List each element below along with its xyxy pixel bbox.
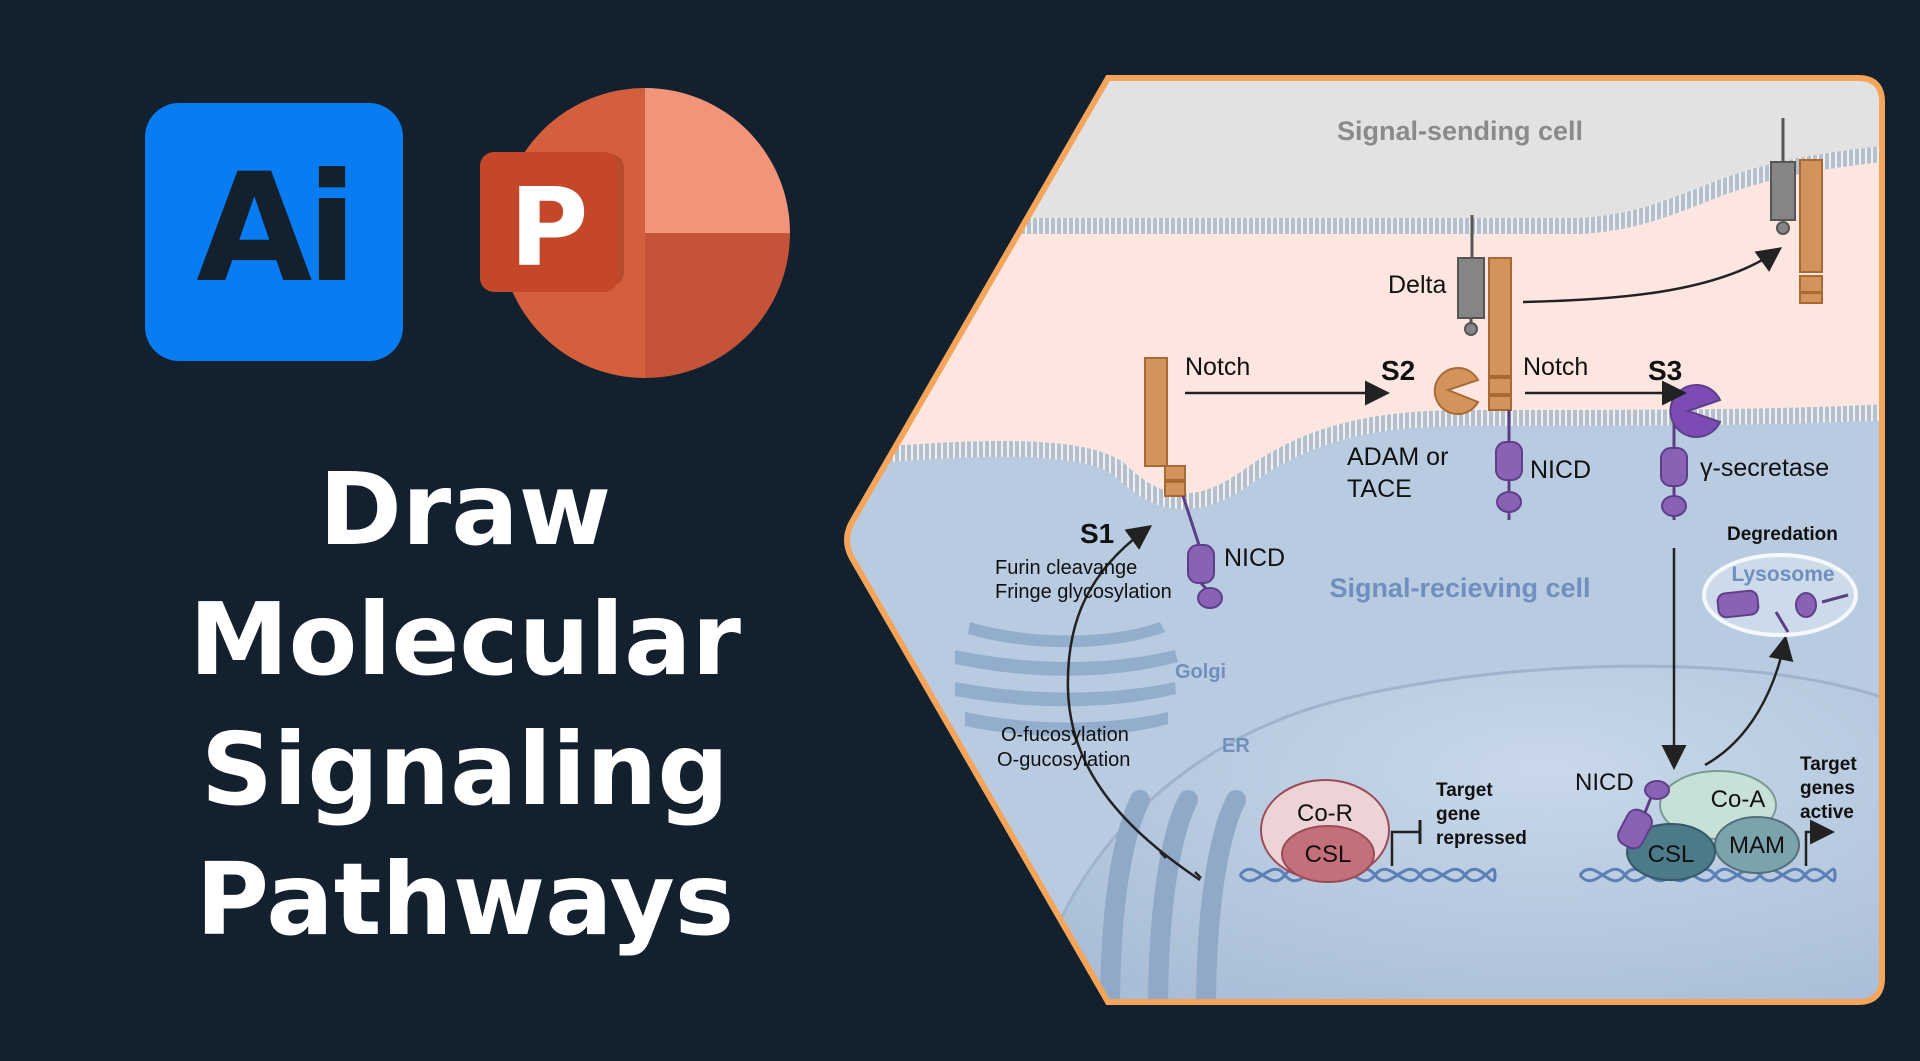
- er-membranes: [1100, 790, 1246, 1002]
- illustrator-logo-text: Ai: [196, 142, 357, 316]
- csl-left-label: CSL: [1305, 841, 1352, 868]
- s1-label: S1: [1080, 518, 1114, 549]
- degradation-arrow: [1704, 635, 1794, 767]
- diagram-frame: [844, 75, 1885, 1005]
- csl-right-label: CSL: [1648, 841, 1695, 868]
- powerpoint-logo-text: P: [509, 166, 588, 291]
- powerpoint-icon: P: [480, 88, 790, 378]
- receiving-cell-label: Signal-recieving cell: [1329, 573, 1590, 603]
- s3-label: S3: [1648, 355, 1682, 386]
- adam-label-1: ADAM or: [1347, 443, 1448, 471]
- signal-sending-cell: [847, 78, 1882, 228]
- degradation-label: Degredation: [1727, 524, 1838, 545]
- headline-line-2: Molecular: [189, 581, 741, 698]
- notch-receptor-center: [1488, 257, 1512, 411]
- ogluco-label: O-gucosylation: [997, 749, 1130, 771]
- nicd-label-left: NICD: [1224, 544, 1285, 572]
- activation-symbol: [1804, 819, 1835, 866]
- notch-label-right: Notch: [1523, 353, 1588, 381]
- coa-label: Co-A: [1711, 786, 1766, 813]
- sending-cell-label: Signal-sending cell: [1337, 116, 1583, 146]
- lysosome: [1702, 553, 1858, 637]
- nicd-left-domain: [1187, 544, 1215, 584]
- furin-label: Furin cleavange: [995, 557, 1137, 579]
- nicd-middle: [1495, 410, 1523, 520]
- repressed-label-2: gene: [1436, 804, 1480, 825]
- cor-label: Co-R: [1297, 800, 1353, 827]
- gamma-secretase-label: γ-secretase: [1700, 454, 1829, 482]
- activator-complex: [1617, 770, 1800, 881]
- repressed-label-1: Target: [1436, 780, 1493, 801]
- adam-label-2: TACE: [1347, 475, 1412, 503]
- golgi-apparatus: [955, 622, 1178, 737]
- delta-ligand-center: [1457, 215, 1485, 336]
- nicd-label-nucleus: NICD: [1575, 769, 1634, 796]
- fringe-label: Fringe glycosylation: [995, 581, 1172, 603]
- repressed-label-3: repressed: [1436, 828, 1527, 849]
- ofuco-label: O-fucosylation: [1001, 724, 1129, 746]
- adobe-illustrator-icon: Ai: [145, 103, 403, 361]
- headline-line-1: Draw: [318, 451, 612, 568]
- lysosome-label: Lysosome: [1731, 563, 1834, 586]
- headline: Draw Molecular Signaling Pathways: [120, 445, 810, 965]
- nicd-right: [1660, 408, 1688, 520]
- golgi-label: Golgi: [1175, 661, 1226, 683]
- active-label-1: Target: [1800, 754, 1857, 775]
- recycle-arrow: [1522, 247, 1783, 304]
- active-label-3: active: [1800, 802, 1854, 823]
- dna-left: [1238, 867, 1497, 883]
- trafficking-route: [1066, 525, 1201, 882]
- repressor-complex: [1260, 779, 1390, 883]
- repression-symbol: [1390, 830, 1420, 866]
- active-label-2: genes: [1800, 778, 1855, 799]
- dna-right: [1578, 867, 1837, 883]
- notch-receptor-left: [1144, 357, 1186, 497]
- notch-left-stalk: [1181, 495, 1202, 549]
- headline-line-4: Pathways: [195, 841, 735, 958]
- er-dash-2: [1194, 871, 1202, 879]
- headline-line-3: Signaling: [201, 711, 729, 828]
- delta-ligand-right: [1770, 118, 1796, 235]
- notch-label-left: Notch: [1185, 353, 1250, 381]
- er-label: ER: [1222, 735, 1250, 757]
- delta-label: Delta: [1388, 271, 1446, 299]
- mam-label: MAM: [1729, 832, 1785, 859]
- nicd-left-tail: [1197, 587, 1223, 609]
- notch-receptor-right: [1799, 159, 1823, 304]
- nicd-label-middle: NICD: [1530, 456, 1591, 484]
- er-dash-1: [1159, 851, 1167, 859]
- s2-label: S2: [1381, 355, 1415, 386]
- adam-tace-enzyme: [1433, 367, 1480, 415]
